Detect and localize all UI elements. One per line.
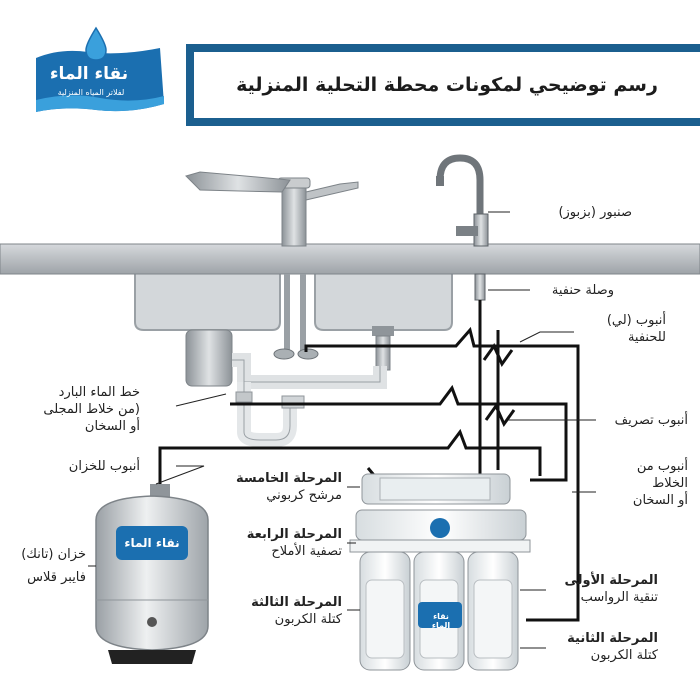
label-tank: خزان (تانك) فايبر قلاس bbox=[21, 547, 86, 585]
water-drop-icon bbox=[85, 26, 107, 61]
title-banner-inner: رسم توضيحي لمكونات محطة التحلية المنزلية bbox=[194, 52, 700, 118]
tank-logo-name: نقاء الماء bbox=[124, 536, 180, 550]
ro-unit-logo-icon bbox=[430, 518, 450, 538]
kitchen-mixer bbox=[185, 171, 359, 360]
label-stage3: المرحلة الثالثة كتلة الكربون bbox=[251, 595, 342, 627]
label-mixer-tube: أنبوب من الخلاط أو السخان bbox=[632, 459, 688, 508]
label-faucet-connector: وصلة حنفية bbox=[551, 283, 614, 298]
logo-name: نقاء الماء bbox=[49, 64, 129, 84]
label-stage4: المرحلة الرابعة تصفية الأملاح bbox=[246, 527, 342, 559]
ro-unit bbox=[349, 473, 531, 671]
label-cold-water-line: خط الماء البارد (من خلاط المجلى أو السخا… bbox=[43, 385, 140, 434]
title-banner: رسم توضيحي لمكونات محطة التحلية المنزلية bbox=[186, 44, 700, 126]
label-tank-tube: أنبوب للخزان bbox=[68, 459, 140, 474]
ro-faucet bbox=[436, 154, 489, 301]
label-stage5: المرحلة الخامسة مرشح كربوني bbox=[236, 471, 342, 503]
counter-top bbox=[0, 243, 700, 275]
drain-assembly bbox=[185, 329, 387, 447]
label-stage1: المرحلة الأولى تنقية الرواسب bbox=[564, 573, 658, 605]
brand-logo bbox=[36, 26, 164, 112]
filter-logo-name: نقاء الماء bbox=[431, 612, 451, 630]
logo-tagline: لفلاتر المياه المنزلية bbox=[57, 88, 125, 97]
label-drain-tube: أنبوب تصريف bbox=[614, 413, 688, 428]
leader-lines bbox=[88, 211, 596, 649]
page-title: رسم توضيحي لمكونات محطة التحلية المنزلية bbox=[236, 74, 658, 96]
storage-tank bbox=[95, 484, 209, 664]
label-faucet: صنبور (بزبوز) bbox=[558, 205, 632, 220]
label-faucet-tube: أنبوب (لي) للحنفية bbox=[606, 313, 666, 345]
tube-breaks bbox=[482, 342, 516, 428]
label-stage2: المرحلة الثانية كتلة الكربون bbox=[567, 631, 658, 663]
